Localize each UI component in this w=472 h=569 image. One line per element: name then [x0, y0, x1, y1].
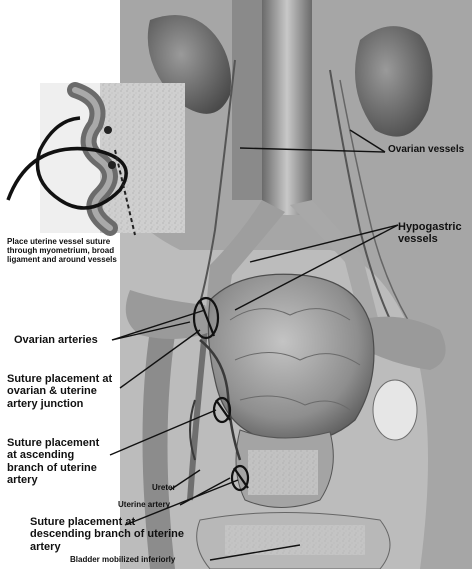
label-hypogastric-vessels: Hypogastric vessels — [398, 221, 462, 246]
label-place-suture: Place uterine vessel suture through myom… — [7, 238, 117, 265]
label-suture-descending: Suture placement at descending branch of… — [30, 516, 184, 553]
right-ovary — [373, 380, 417, 440]
label-ovarian-vessels: Ovarian vessels — [388, 144, 464, 155]
label-bladder: Bladder mobilized inferiorly — [70, 556, 175, 565]
label-ureter: Ureter — [152, 484, 176, 493]
label-ovarian-arteries: Ovarian arteries — [14, 334, 98, 346]
vena-cava — [232, 0, 262, 200]
label-suture-ovarian-uterine: Suture placement at ovarian & uterine ar… — [7, 373, 112, 410]
label-uterine-artery: Uterine artery — [118, 501, 170, 510]
label-suture-ascending: Suture placement at ascending branch of … — [7, 437, 99, 486]
inset-detail — [5, 83, 185, 235]
cervix-texture — [248, 450, 318, 495]
aorta — [262, 0, 312, 215]
bladder-texture — [225, 525, 365, 555]
